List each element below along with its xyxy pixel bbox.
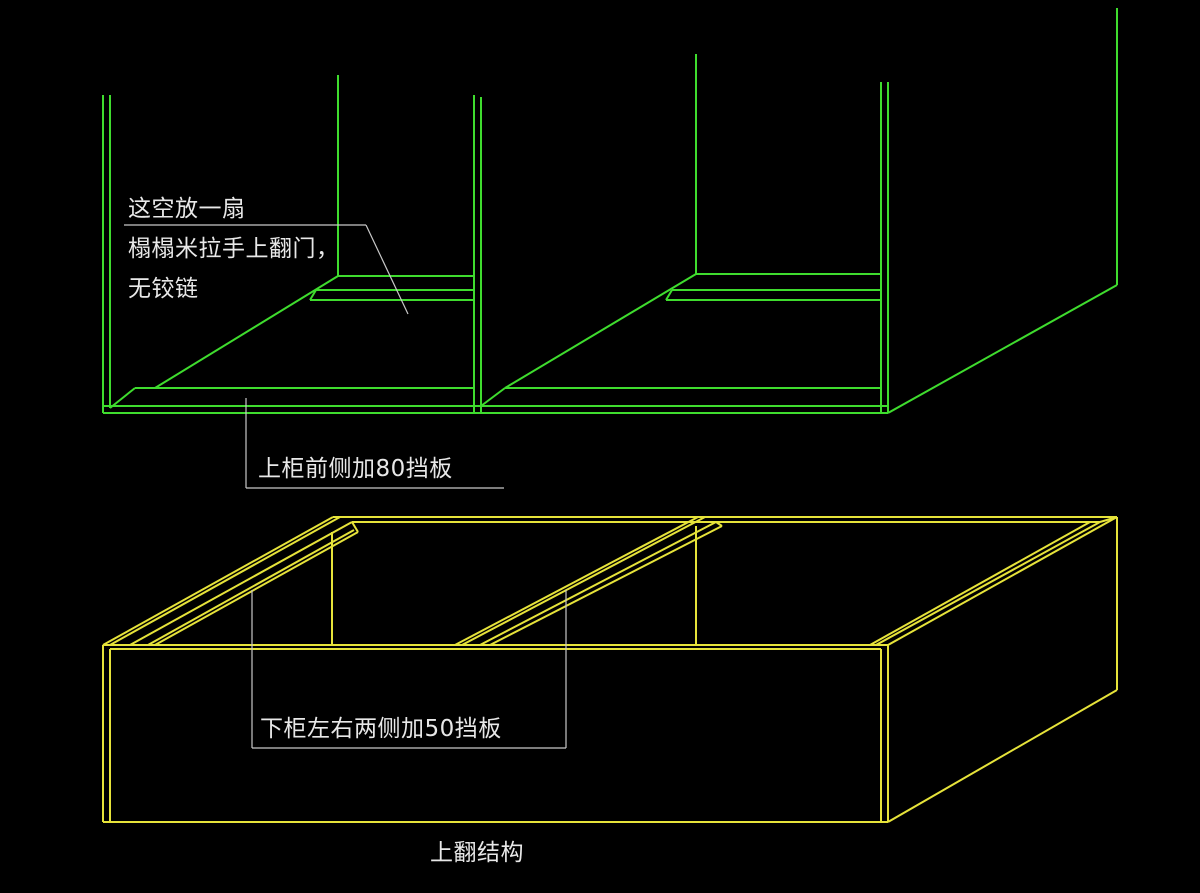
door-note-line-1: 这空放一扇 (128, 196, 246, 222)
upper-front-panel-label: 上柜前侧加80挡板 (258, 456, 453, 482)
door-note-line-3: 无铰链 (128, 276, 199, 302)
door-note-line-2: 榻榻米拉手上翻门， (128, 236, 340, 262)
lower-left-top-diagonal-2 (109, 516, 341, 646)
lower-middle-board-diagonal-3 (479, 521, 717, 646)
upper-left-back-rail-cap (309, 289, 317, 301)
upper-cabinet (102, 8, 1118, 414)
annotation-leaders (124, 224, 567, 749)
door-note-leader (365, 224, 409, 315)
upper-right-back-rail-cap (665, 289, 673, 301)
upper-right-bottom-diagonal (887, 284, 1118, 414)
lower-right-board-diagonal-2 (875, 521, 1101, 646)
lower-left-top-diagonal-1 (102, 516, 334, 646)
lower-right-bottom-diagonal (887, 689, 1118, 823)
upper-left-floor-diagonal (154, 275, 339, 389)
lower-right-board-back (1099, 516, 1118, 523)
diagram-caption: 上翻结构 (430, 840, 524, 866)
lower-left-board-diagonal-2 (147, 529, 355, 646)
lower-middle-board-diagonal-4 (489, 525, 723, 646)
lower-left-board-cap (351, 521, 359, 533)
lower-middle-board-diagonal-1 (454, 516, 699, 646)
lower-left-board-diagonal-3 (154, 531, 359, 646)
upper-front-board-left-cap (109, 387, 136, 409)
upper-right-floor-diagonal (504, 273, 697, 389)
upper-front-board-right-cap (480, 387, 506, 407)
lower-middle-board-diagonal-2 (461, 516, 706, 646)
lower-middle-board-cap (715, 521, 723, 527)
lower-cabinet (102, 516, 1118, 823)
lower-right-top-diagonal (887, 516, 1118, 646)
lower-side-panels-label: 下柜左右两侧加50挡板 (260, 716, 502, 742)
lower-right-board-diagonal-1 (869, 521, 1091, 646)
lower-left-board-diagonal-1 (129, 521, 353, 646)
